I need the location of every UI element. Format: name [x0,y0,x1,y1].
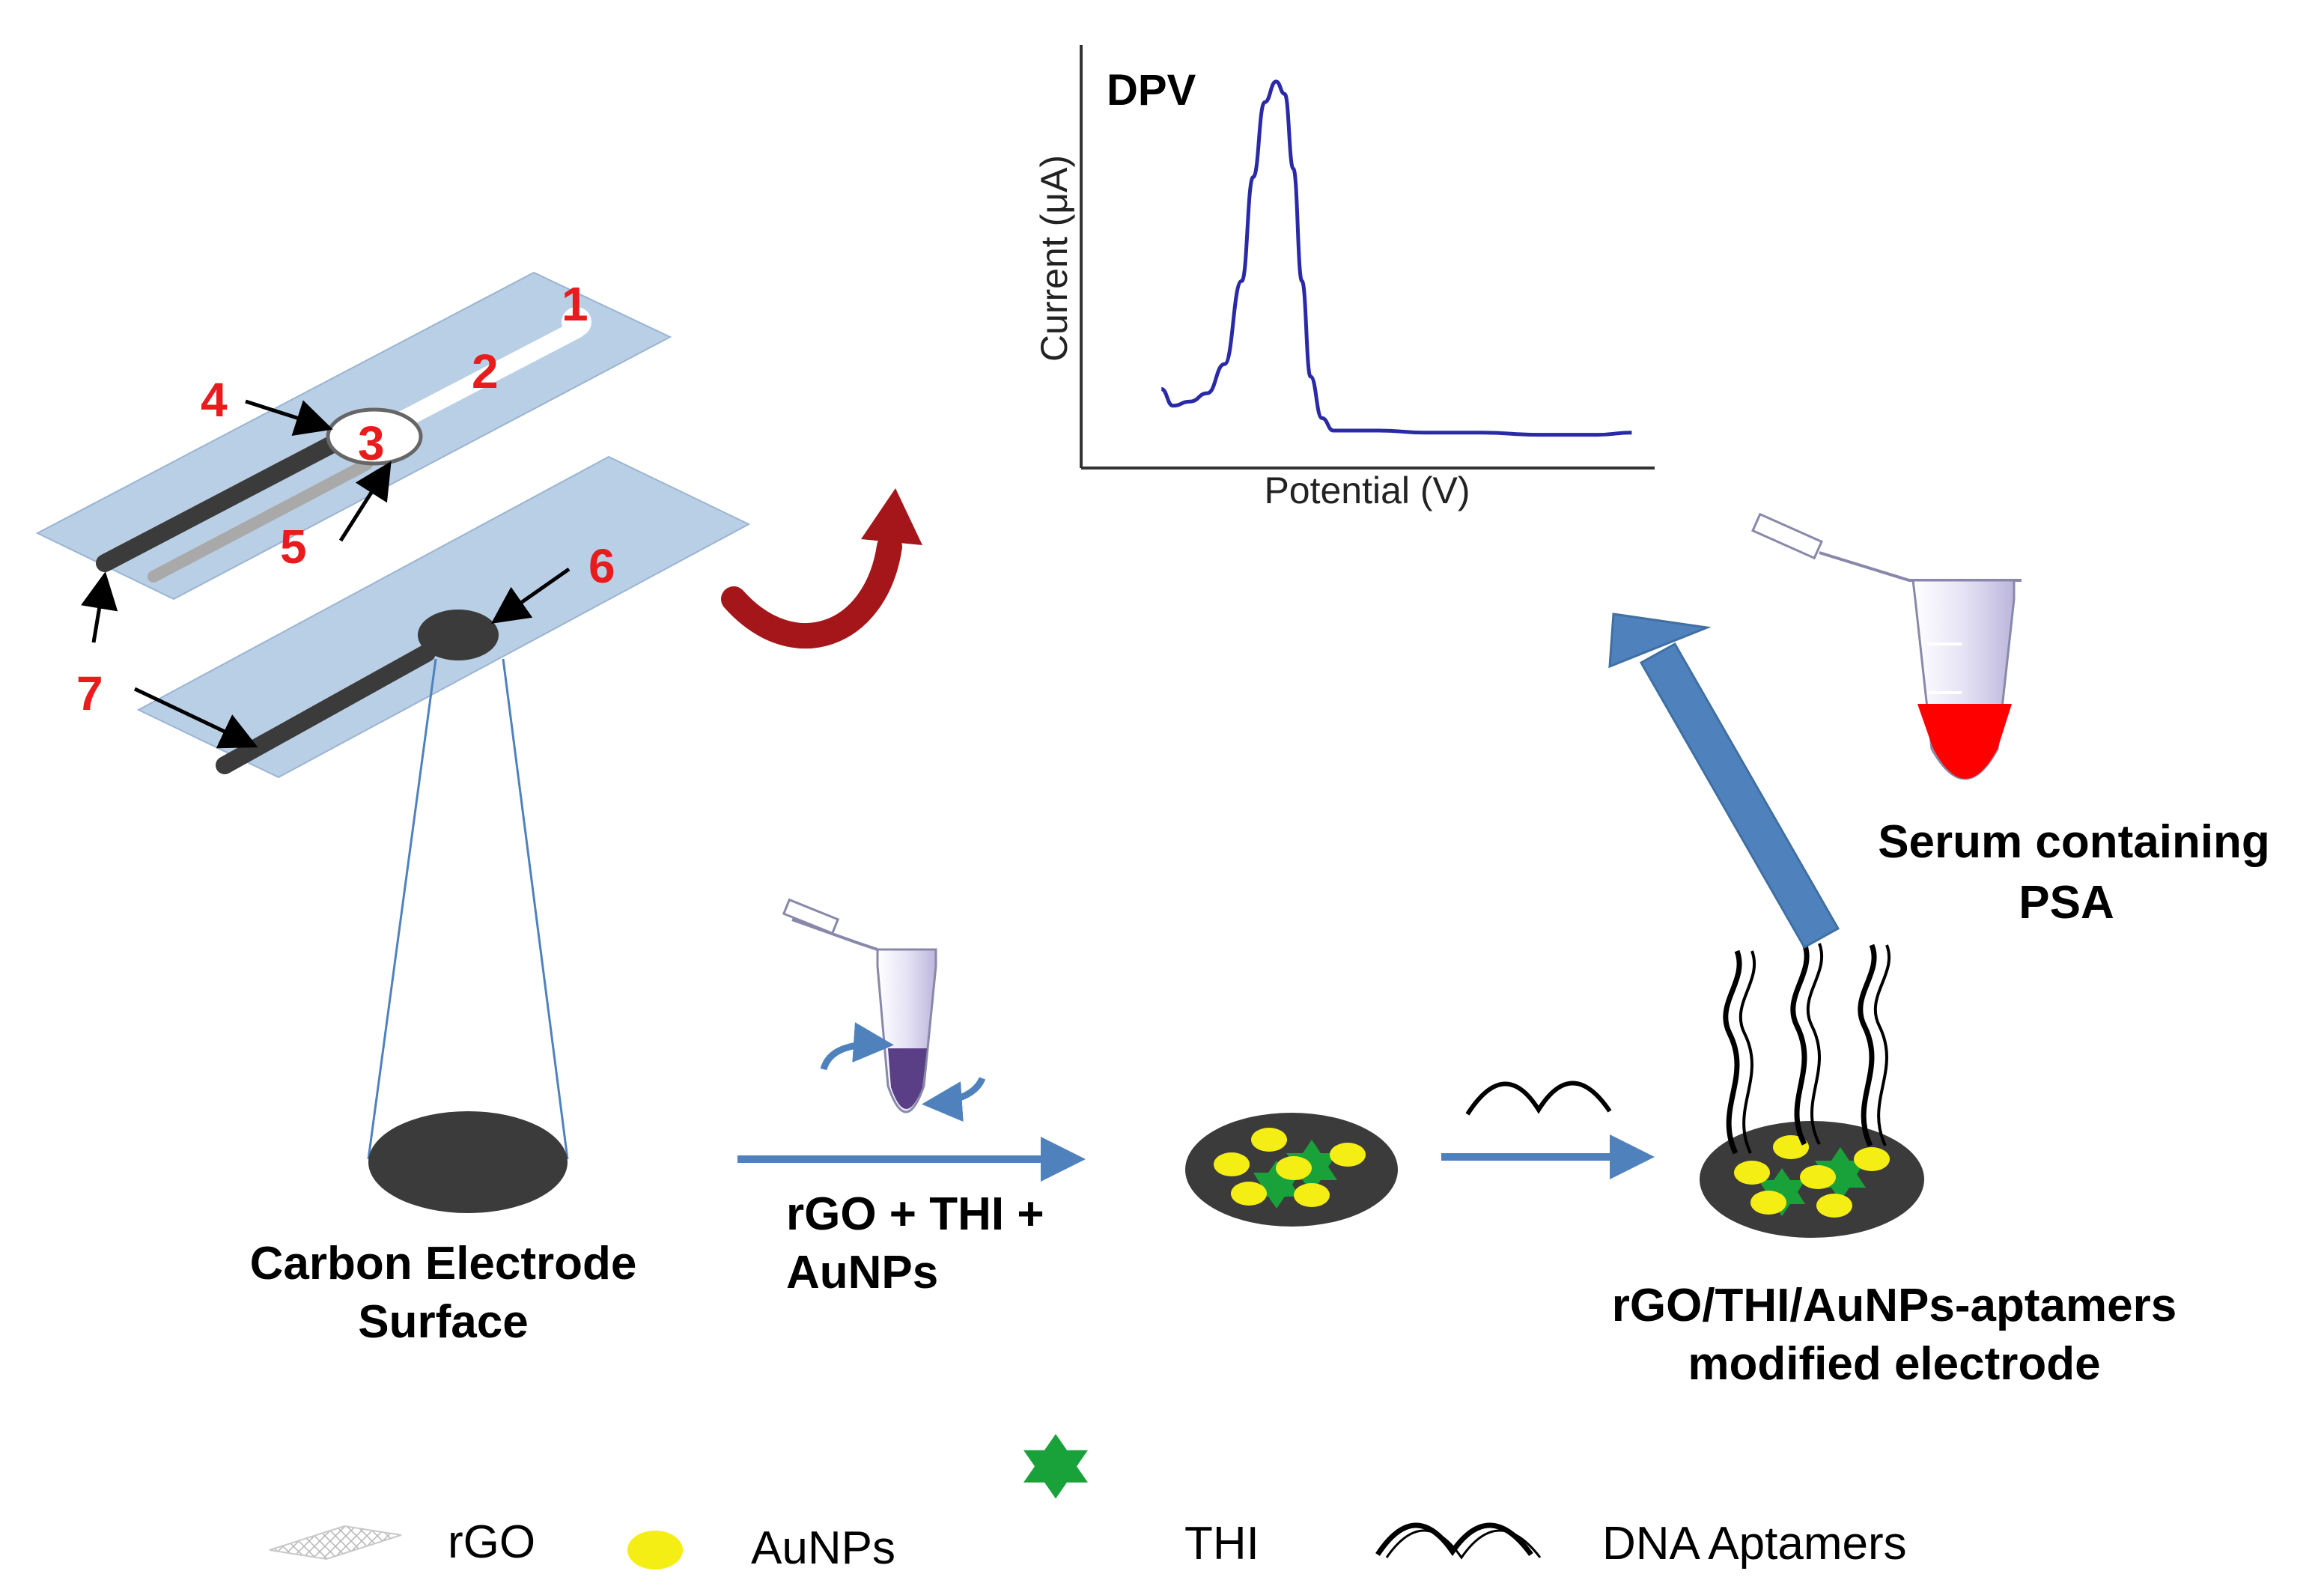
carbon-disk [368,1111,568,1213]
outlet-hole [562,307,591,337]
legend-rgo: rGO [269,1516,535,1568]
chart-ylabel: Current (μA) [1033,155,1075,362]
centrifuge-tube-purple [782,898,986,1122]
dpv-curve [1161,79,1632,437]
pointer-arrows [80,399,571,749]
detection-arrow [1608,613,1840,949]
dna-aptamer-icon [1375,1522,1533,1557]
channel [380,320,585,436]
carbon-track-top [96,434,343,572]
label-1: 1 [562,277,588,331]
legend-thi-label: THI [1184,1518,1259,1570]
pointer-7-bottom [133,687,258,749]
immobilized-aptamers [1723,942,1891,1155]
legend-rgo-label: rGO [448,1516,535,1568]
carbon-electrode-surface: Carbon Electrode Surface [250,658,637,1348]
thi-star-1 [1286,1140,1337,1194]
label-6: 6 [588,539,615,593]
legend-aptamers-label: DNA Aptamers [1602,1518,1907,1570]
carbon-surface-label-1: Carbon Electrode [250,1238,637,1289]
aptamer-modified-disk: rGO/THI/AuNPs-aptamers modified electrod… [1612,942,2177,1390]
nanocomposite-disk [1185,1113,1398,1227]
step-deposition: rGO + THI + AuNPs [737,898,1086,1298]
aunp-1 [1214,1152,1250,1176]
step-aptamer [1441,1081,1655,1179]
carbon-surface-label-2: Surface [358,1296,528,1348]
silver-track-top [147,458,373,583]
pointer-6 [490,567,571,624]
serum-fill [1917,704,2012,779]
aunp-5 [1231,1182,1267,1206]
label-4: 4 [201,373,228,427]
carbon-track-bottom [216,644,436,774]
zoom-line-left [367,658,437,1160]
rgo-icon [269,1525,402,1561]
legend-aunps: AuNPs [627,1522,895,1574]
label-5: 5 [280,520,307,574]
pointer-7-top [80,571,118,643]
legend-thi: THI [1023,1434,1259,1570]
dpv-chart: DPV Potential (V) Current (μA) [1033,45,1655,511]
aunp-6 [1294,1183,1330,1207]
serum-tube: Serum containing PSA [1751,512,2270,929]
modified-electrode-label-2: modified electrode [1688,1338,2100,1390]
pointer-4 [245,399,333,437]
screen-printed-electrode: 1 2 3 4 5 6 7 [35,271,751,779]
label-7: 7 [76,666,103,720]
aunp-2 [1251,1128,1287,1152]
pointer-5 [338,461,392,542]
legend-aunps-label: AuNPs [751,1522,895,1574]
aunp-3 [1276,1156,1312,1180]
chart-xlabel: Potential (V) [1264,470,1470,511]
serum-label-1: Serum containing [1878,816,2270,868]
aunp-4 [1330,1143,1366,1167]
thi-star-icon [1023,1434,1088,1499]
reagent-label-2: AuNPs [786,1247,938,1298]
serum-label-2: PSA [2019,877,2114,929]
reagent-label-1: rGO + THI + [786,1188,1044,1240]
label-2: 2 [472,344,499,398]
modified-electrode-label-1: rGO/THI/AuNPs-aptamers [1612,1280,2177,1331]
aunp-icon [627,1531,683,1570]
legend-aptamers: DNA Aptamers [1375,1518,1907,1570]
aptamer-wave-step [1465,1081,1612,1116]
working-electrode-pad [418,610,499,660]
zoom-line-right [502,658,569,1160]
label-3: 3 [358,416,385,470]
electrode-number-labels: 1 2 3 4 5 6 7 [76,277,615,720]
rotate-arrow [721,488,922,649]
legend: rGO AuNPs THI DNA Aptamers [269,1434,1907,1574]
chart-title: DPV [1107,66,1196,115]
